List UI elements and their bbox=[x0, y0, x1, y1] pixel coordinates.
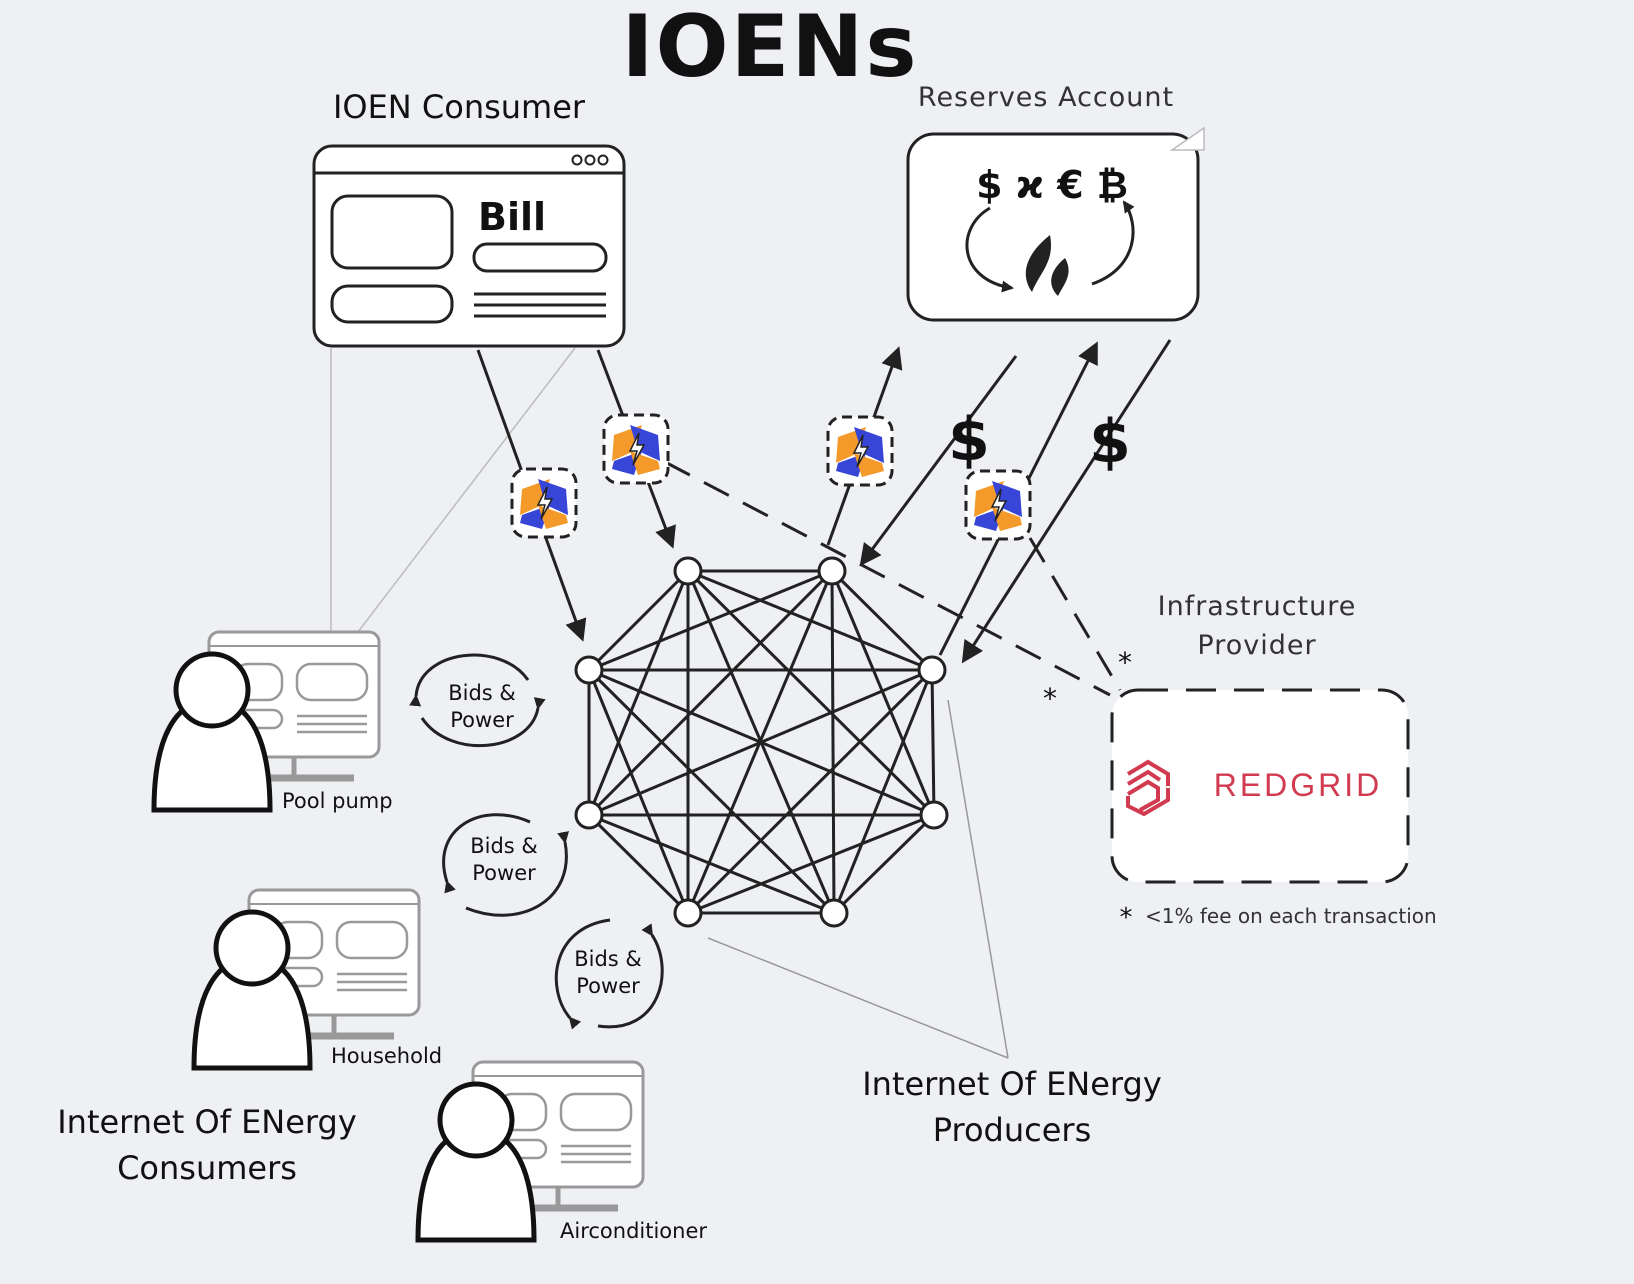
mesh-edge bbox=[588, 569, 833, 672]
bids-label: Bids & bbox=[574, 947, 642, 971]
mesh-node bbox=[919, 800, 949, 830]
bill-window bbox=[312, 144, 626, 348]
mesh-edge bbox=[832, 669, 934, 914]
mesh-edge bbox=[686, 569, 936, 817]
fee-dashed-lines bbox=[664, 460, 1122, 697]
page-title: IOENs bbox=[621, 0, 918, 97]
ioen-token-icon bbox=[964, 469, 1032, 541]
flow-arrows bbox=[476, 339, 1172, 664]
arrow-reserves-to-mesh-1 bbox=[859, 355, 1018, 567]
bids-label: Bids & bbox=[448, 681, 516, 705]
redgrid-logo-icon bbox=[1126, 759, 1170, 817]
dollar-icon: $ bbox=[1089, 407, 1131, 477]
consumers-label-line1: Internet Of ENergy bbox=[57, 1103, 357, 1141]
mesh-node bbox=[917, 655, 947, 685]
dollar-icon: $ bbox=[948, 405, 990, 475]
person-pool-pump-icon bbox=[154, 632, 379, 810]
bill-callout bbox=[330, 347, 576, 663]
mesh-edge bbox=[587, 569, 690, 672]
person-airconditioner-icon bbox=[418, 1062, 643, 1240]
infrastructure-label-line1: Infrastructure bbox=[1158, 591, 1357, 622]
device-label-airconditioner: Airconditioner bbox=[560, 1219, 707, 1243]
arrow-reserves-to-mesh-2 bbox=[961, 339, 1172, 664]
mesh-node bbox=[574, 655, 604, 685]
reserves-box bbox=[906, 126, 1205, 322]
redgrid-box bbox=[1110, 688, 1410, 884]
reserves-label: Reserves Account bbox=[918, 82, 1174, 113]
mesh-node bbox=[673, 898, 703, 928]
redgrid-logo-text: REDGRID bbox=[1214, 767, 1383, 803]
power-label: Power bbox=[576, 974, 640, 998]
mesh-node bbox=[673, 556, 703, 586]
fee-asterisk-1: * bbox=[1118, 646, 1132, 679]
infrastructure-label-line2: Provider bbox=[1197, 630, 1316, 661]
currency-symbols: $ ϰ € ₿ bbox=[976, 163, 1128, 207]
fee-note-asterisk: * bbox=[1120, 903, 1133, 933]
ioen-token-icon bbox=[510, 467, 578, 539]
mesh-edges bbox=[587, 569, 936, 915]
bids-power-cycle-1: Bids & Power bbox=[409, 653, 546, 748]
consumer-label: IOEN Consumer bbox=[333, 88, 586, 126]
mesh-node bbox=[819, 898, 849, 928]
producers-label-line1: Internet Of ENergy bbox=[862, 1065, 1162, 1103]
power-label: Power bbox=[472, 861, 536, 885]
device-label-pool-pump: Pool pump bbox=[282, 789, 393, 813]
mesh-edge bbox=[832, 813, 936, 915]
power-label: Power bbox=[450, 708, 514, 732]
bids-label: Bids & bbox=[470, 834, 538, 858]
ioen-token-icon bbox=[826, 415, 894, 487]
producers-callout bbox=[707, 699, 1009, 1059]
mesh-edge bbox=[830, 570, 936, 816]
bids-power-cycle-3: Bids & Power bbox=[554, 918, 664, 1030]
bill-label: Bill bbox=[478, 195, 546, 239]
consumers-label-line2: Consumers bbox=[117, 1149, 297, 1187]
mesh-edge bbox=[588, 668, 935, 817]
mesh-edge bbox=[587, 669, 690, 914]
mesh-nodes bbox=[574, 556, 949, 928]
ioen-token-icon bbox=[602, 413, 670, 485]
mesh-edge bbox=[587, 813, 690, 915]
mesh-edge bbox=[588, 813, 835, 915]
mesh-edge bbox=[587, 569, 834, 817]
mesh-edge bbox=[587, 668, 836, 915]
fee-note: <1% fee on each transaction bbox=[1145, 904, 1437, 928]
device-label-household: Household bbox=[331, 1044, 442, 1068]
person-household-icon bbox=[194, 890, 419, 1068]
mesh-edge bbox=[930, 669, 936, 816]
mesh-node bbox=[817, 556, 847, 586]
producers-label-line2: Producers bbox=[933, 1111, 1091, 1149]
mesh-edge bbox=[687, 813, 935, 915]
fee-asterisk-2: * bbox=[1043, 682, 1057, 715]
mesh-edge bbox=[830, 570, 836, 914]
mesh-edge bbox=[686, 668, 934, 915]
bids-power-cycle-2: Bids & Power bbox=[442, 813, 570, 917]
mesh-node bbox=[574, 800, 604, 830]
mesh-edge bbox=[830, 569, 934, 672]
mesh-edge bbox=[587, 570, 690, 816]
